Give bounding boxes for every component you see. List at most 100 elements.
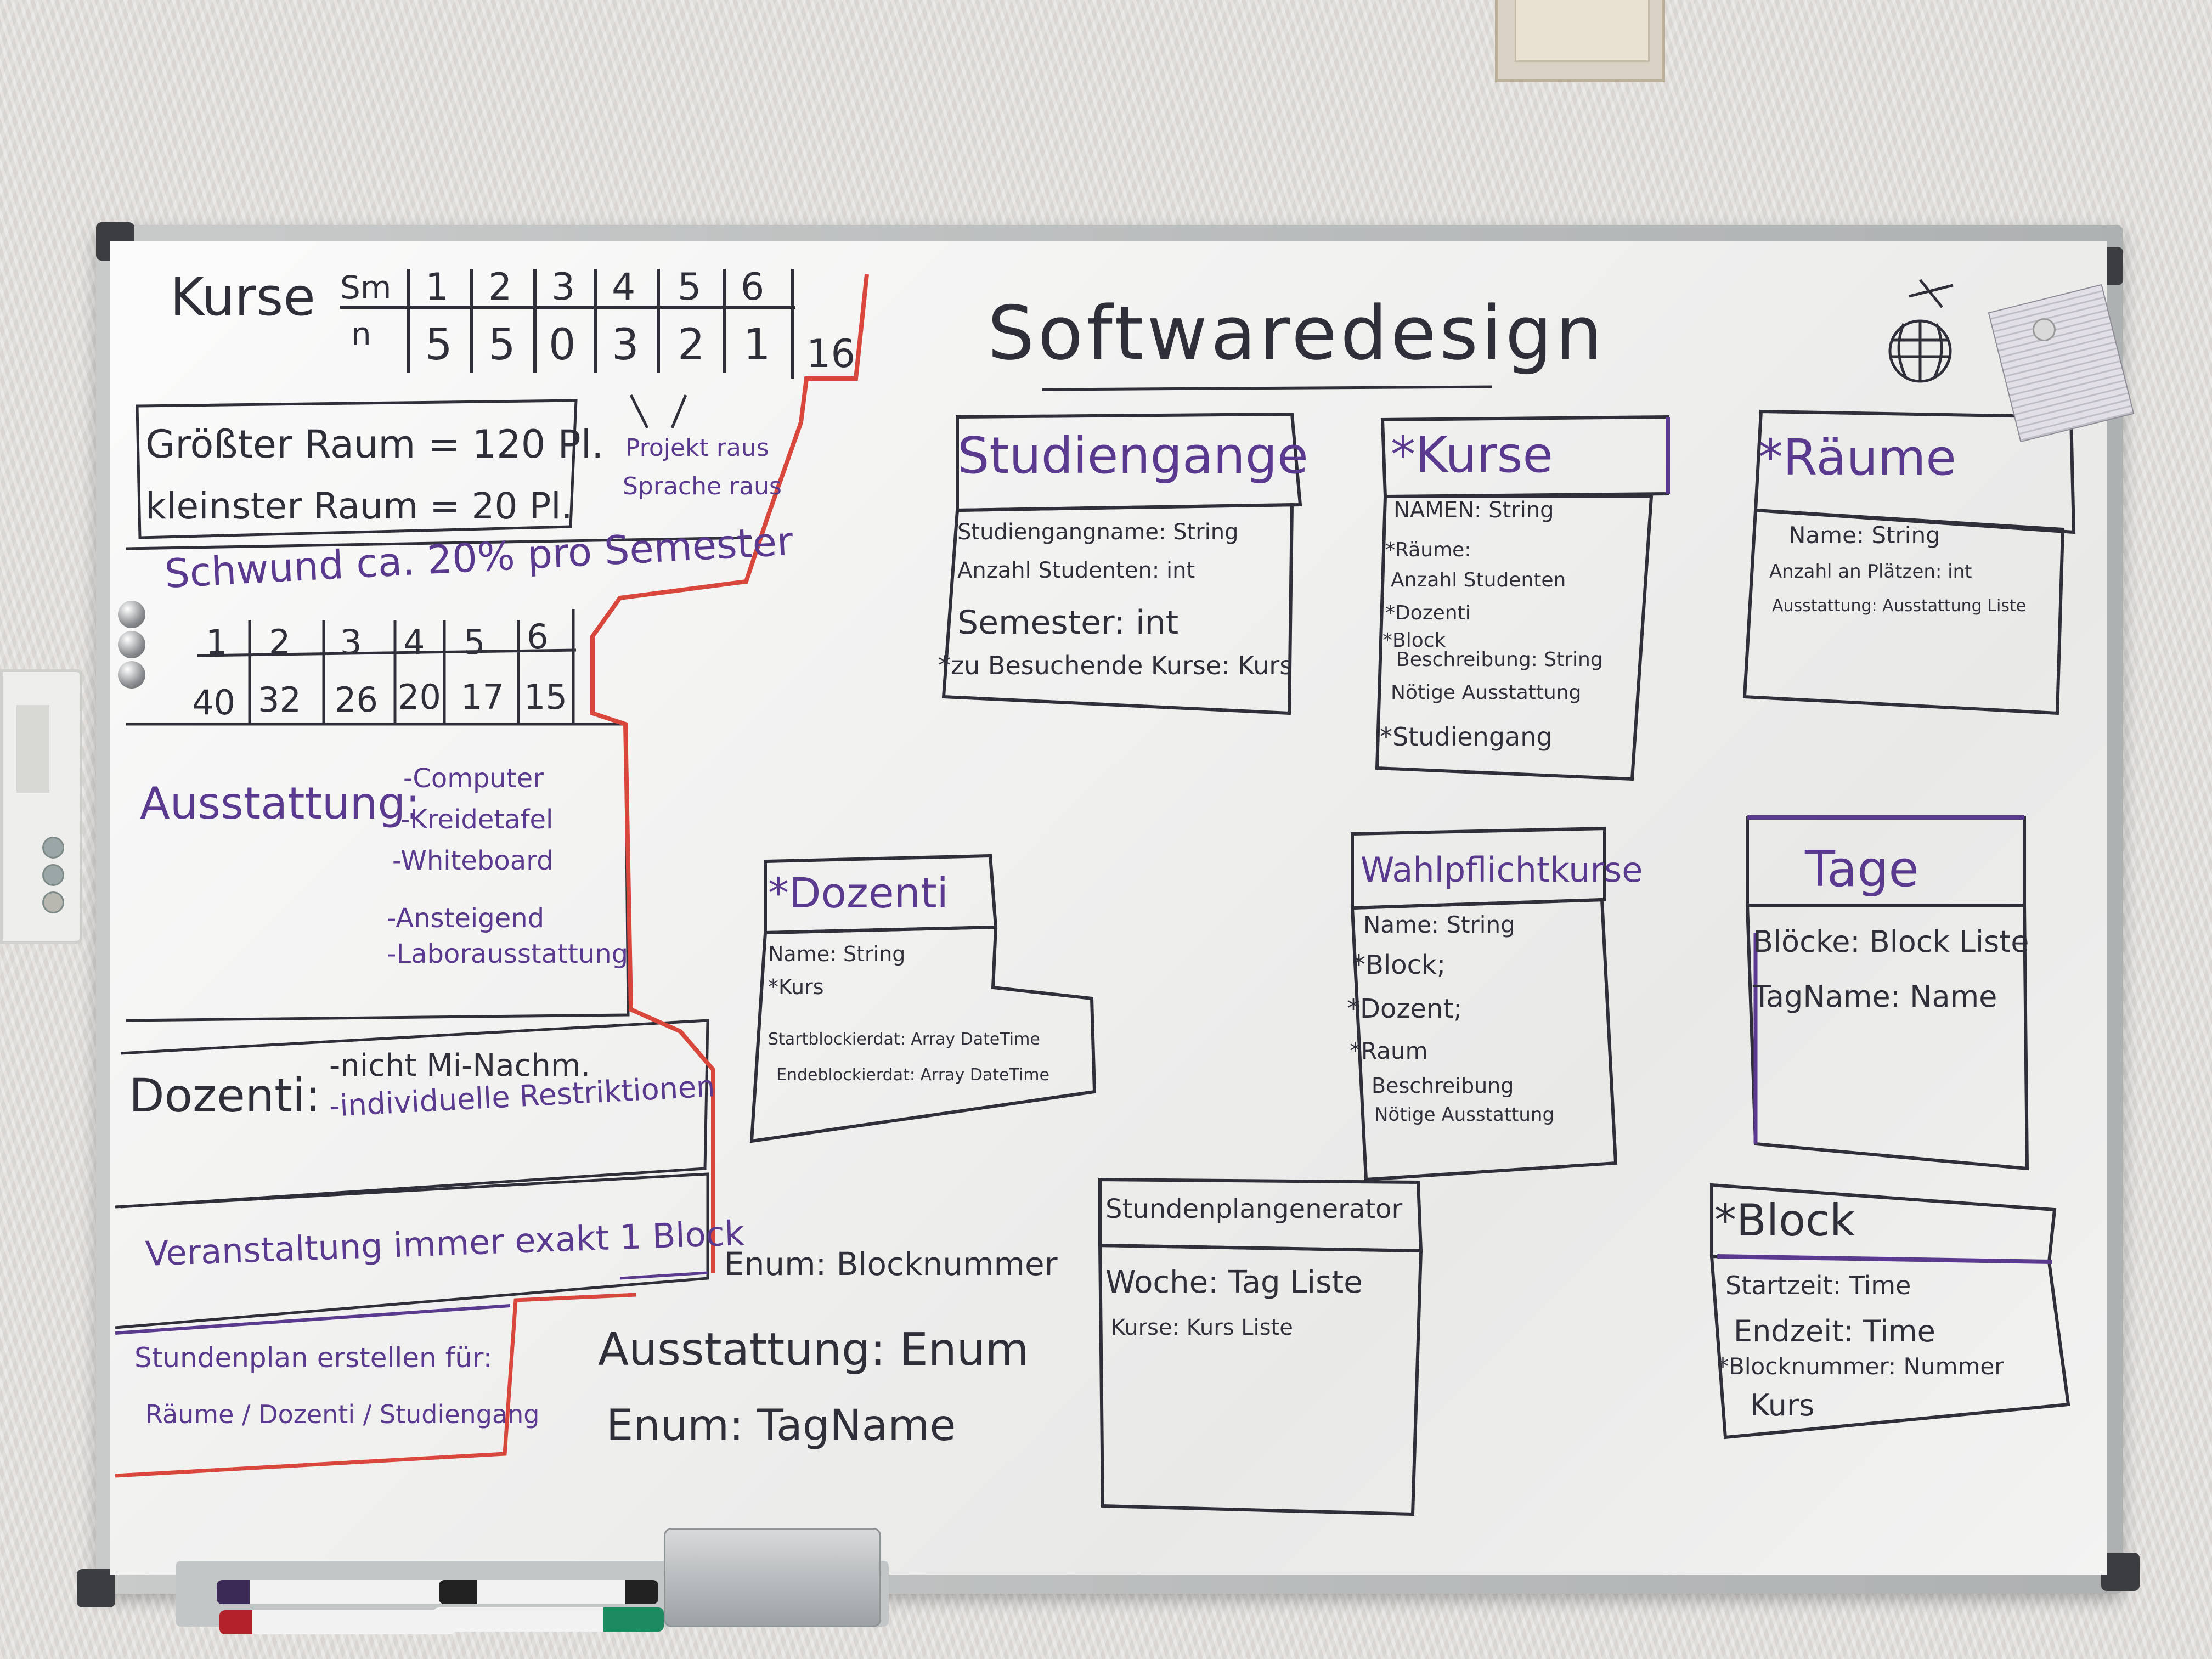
class-field: Ausstattung: Ausstattung Liste xyxy=(1772,596,2027,616)
count-cell: 2 xyxy=(678,320,705,370)
class-field: *Blocknummer: Nummer xyxy=(1717,1353,2004,1380)
class-field: Name: String xyxy=(768,942,906,966)
ausstattung-item: -Computer xyxy=(403,763,544,794)
schwund-value: 26 xyxy=(335,680,378,720)
class-field: Startzeit: Time xyxy=(1725,1271,1911,1300)
count-cell: 0 xyxy=(549,320,576,370)
class-field: Nötige Ausstattung xyxy=(1374,1104,1555,1126)
schwund-value: 32 xyxy=(258,680,301,720)
class-field: Beschreibung xyxy=(1372,1074,1514,1098)
black-marker xyxy=(439,1580,658,1604)
class-field: Blöcke: Block Liste xyxy=(1753,924,2029,959)
schwund-semester: 3 xyxy=(340,622,362,662)
semester-cell: 2 xyxy=(488,266,512,309)
schwund-value: 20 xyxy=(398,677,441,717)
schwund-semester: 2 xyxy=(269,622,291,662)
schwund-semester: 6 xyxy=(527,617,549,657)
class-name-studiengaenge: Studiengange xyxy=(957,426,1308,485)
class-field: *Studiengang xyxy=(1380,722,1553,752)
class-name-dozenti: *Dozenti xyxy=(768,868,949,917)
schwund-semester: 1 xyxy=(206,622,228,662)
class-field: *zu Besuchende Kurse: Kurs xyxy=(938,651,1293,680)
class-field: *Block; xyxy=(1352,950,1446,980)
class-field: *Kurs xyxy=(768,975,824,999)
thermostat xyxy=(0,669,82,944)
enum-blocknummer: Enum: Blocknummer xyxy=(724,1245,1058,1283)
schwund-value: 15 xyxy=(524,677,567,717)
semester-cell: 4 xyxy=(612,266,636,309)
class-field: Studiengangname: String xyxy=(957,520,1239,545)
count-cell: 3 xyxy=(612,320,639,370)
semester-cell: 1 xyxy=(425,266,449,309)
class-field: TagName: Name xyxy=(1753,979,1997,1014)
class-field: *Dozenti xyxy=(1385,602,1471,624)
class-field: *Dozent; xyxy=(1347,994,1463,1024)
schwund-semester: 5 xyxy=(464,622,486,662)
class-field: Name: String xyxy=(1363,911,1515,938)
class-field: Startblockierdat: Array DateTime xyxy=(768,1030,1040,1049)
rooms-note: Projekt raus xyxy=(625,434,769,462)
red-marker xyxy=(219,1610,455,1634)
count-cell: 5 xyxy=(425,320,453,370)
stundenplan-text: Stundenplan erstellen für: xyxy=(134,1342,493,1374)
frame-corner xyxy=(2101,1553,2140,1591)
dozenti-label: Dozenti: xyxy=(129,1069,321,1122)
class-field: Semester: int xyxy=(957,603,1179,642)
class-name-wahlpflichtkurse: Wahlpflichtkurse xyxy=(1361,850,1643,890)
enum-ausstattung: Ausstattung: Enum xyxy=(598,1324,1029,1376)
count-cell: 1 xyxy=(743,320,771,370)
ausstattung-item: -Laborausstattung xyxy=(387,939,629,969)
title: Softwaredesign xyxy=(988,290,1606,376)
class-name-kurse: *Kurse xyxy=(1391,426,1553,484)
magnet xyxy=(118,661,145,689)
class-field: Anzahl an Plätzen: int xyxy=(1769,561,1972,583)
class-name-raeume: *Räume xyxy=(1758,429,1956,487)
stundenplan-targets: Räume / Dozenti / Studiengang xyxy=(145,1400,540,1429)
count-cell: 5 xyxy=(488,320,516,370)
room-biggest: Größter Raum = 120 Pl. xyxy=(145,422,604,467)
schwund-value: 17 xyxy=(461,677,504,717)
schwund-semester: 4 xyxy=(403,622,425,662)
class-field: Anzahl Studenten: int xyxy=(957,558,1195,583)
class-name-tage: Tage xyxy=(1805,840,1919,898)
semester-cell: 5 xyxy=(678,266,702,309)
pin-magnet xyxy=(2033,318,2056,341)
kurse-label: Kurse xyxy=(170,267,315,328)
ausstattung-item: -Whiteboard xyxy=(392,845,554,876)
total-count: 16 xyxy=(806,331,856,376)
sm-label: Sm xyxy=(340,269,392,306)
whiteboard-eraser[interactable] xyxy=(664,1528,881,1627)
class-field: Endeblockierdat: Array DateTime xyxy=(776,1065,1049,1085)
ausstattung-item: -Ansteigend xyxy=(387,903,545,934)
class-field: Nötige Ausstattung xyxy=(1391,681,1582,704)
class-field: Kurs xyxy=(1750,1388,1815,1423)
green-marker xyxy=(433,1607,664,1632)
class-field: Anzahl Studenten xyxy=(1391,569,1566,591)
class-name-stundenplangenerator: Stundenplangenerator xyxy=(1105,1194,1403,1224)
class-field: *Räume: xyxy=(1385,539,1471,561)
class-field: *Block xyxy=(1383,629,1446,652)
class-field: Beschreibung: String xyxy=(1396,648,1603,671)
room-smallest: kleinster Raum = 20 Pl. xyxy=(145,485,573,527)
whiteboard xyxy=(110,241,2107,1575)
ausstattung-item: -Kreidetafel xyxy=(400,804,554,835)
rooms-note: Sprache raus xyxy=(623,472,782,500)
semester-cell: 3 xyxy=(551,266,575,309)
class-name-block: *Block xyxy=(1714,1195,1855,1246)
class-field: *Raum xyxy=(1350,1037,1428,1064)
class-field: Kurse: Kurs Liste xyxy=(1111,1315,1293,1340)
schwund-value: 40 xyxy=(192,682,235,723)
class-field: NAMEN: String xyxy=(1393,498,1554,523)
class-field: Name: String xyxy=(1788,522,1940,549)
frame-corner xyxy=(77,1569,115,1607)
ausstattung-label: Ausstattung: xyxy=(140,778,421,829)
light-switch xyxy=(1495,0,1665,82)
class-field: Endzeit: Time xyxy=(1734,1314,1936,1348)
semester-cell: 6 xyxy=(741,266,765,309)
magnet xyxy=(118,631,145,658)
n-label: n xyxy=(351,315,371,353)
enum-tagname: Enum: TagName xyxy=(606,1401,956,1451)
dozenti-item: -nicht Mi-Nachm. xyxy=(329,1048,591,1084)
purple-marker xyxy=(217,1580,458,1604)
